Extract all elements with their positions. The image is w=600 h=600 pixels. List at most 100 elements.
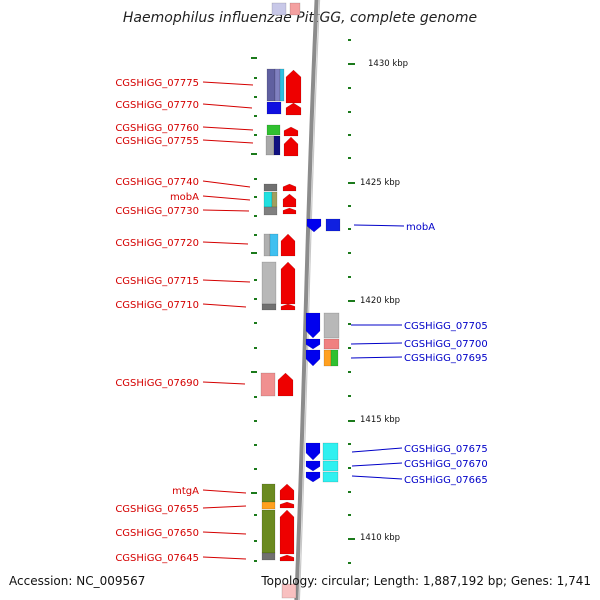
gene-arrow-reverse: [280, 303, 296, 311]
gene-feature: [323, 349, 332, 367]
scale-tick: [251, 492, 257, 494]
scale-tick: [348, 443, 351, 445]
label-connector: [350, 342, 403, 345]
scale-tick: [348, 205, 351, 207]
scale-tick: [348, 276, 351, 278]
scale-tick: [348, 371, 351, 373]
scale-tick: [251, 57, 257, 59]
gene-arrow-reverse: [282, 193, 297, 208]
scale-tick: [348, 562, 351, 564]
gene-label-reverse: CGSHiGG_07775: [115, 78, 199, 89]
scale-tick: [254, 178, 257, 180]
gene-arrow-forward: [306, 218, 322, 233]
gene-label-reverse: CGSHiGG_07645: [115, 553, 199, 564]
scale-tick: [254, 468, 257, 470]
scale-tick: [254, 514, 257, 516]
scale-tick: [254, 540, 257, 542]
label-connector: [202, 126, 254, 131]
scale-tick: [348, 87, 351, 89]
gene-arrow-forward: [305, 338, 321, 350]
label-connector: [202, 241, 249, 245]
gene-feature: [323, 338, 340, 350]
gene-arrow-reverse: [280, 261, 296, 305]
gene-arrow-reverse: [282, 207, 297, 215]
label-connector: [202, 180, 251, 188]
gene-feature: [263, 233, 271, 257]
scale-label: 1425 kbp: [360, 178, 400, 188]
gene-feature: [269, 233, 279, 257]
gene-arrow-reverse: [279, 509, 295, 555]
gene-label-reverse: CGSHiGG_07740: [115, 177, 199, 188]
gene-label-forward: mobA: [406, 222, 435, 233]
label-connector: [351, 447, 403, 453]
gene-feature: [261, 483, 276, 503]
label-connector: [202, 505, 247, 509]
gene-arrow-forward: [305, 349, 321, 367]
gene-label-reverse: CGSHiGG_07760: [115, 123, 199, 134]
label-connector: [202, 303, 247, 308]
scale-tick: [348, 514, 351, 516]
scale-tick: [348, 228, 351, 230]
gene-feature: [325, 218, 341, 232]
scale-label: 1415 kbp: [360, 415, 400, 425]
scale-tick: [348, 491, 351, 493]
gene-feature: [261, 509, 276, 554]
scale-tick: [254, 279, 257, 281]
scale-tick: [254, 134, 257, 136]
gene-feature: [266, 68, 276, 102]
scale-tick: [348, 538, 355, 540]
gene-arrow-reverse: [279, 501, 295, 509]
scale-tick: [251, 371, 257, 373]
gene-feature: [261, 261, 277, 305]
gene-arrow-reverse: [279, 483, 295, 501]
label-connector: [351, 475, 403, 480]
gene-label-reverse: CGSHiGG_07770: [115, 100, 199, 111]
gene-label-reverse: mtgA: [172, 486, 199, 497]
scale-label: 1430 kbp: [368, 59, 408, 69]
label-connector: [202, 279, 251, 283]
gene-feature: [281, 583, 297, 599]
gene-feature: [271, 2, 287, 16]
scale-tick: [254, 234, 257, 236]
gene-feature: [261, 303, 277, 311]
gene-feature: [261, 501, 276, 510]
gene-feature: [261, 552, 276, 561]
scale-tick: [348, 420, 355, 422]
gene-feature: [322, 442, 339, 461]
gene-label-reverse: CGSHiGG_07650: [115, 528, 199, 539]
gene-arrow-reverse: [283, 126, 299, 137]
genome-backbone: [294, 0, 319, 600]
gene-label-reverse: CGSHiGG_07730: [115, 206, 199, 217]
gene-feature: [274, 68, 281, 102]
map-title: Haemophilus influenzae PittGG, complete …: [122, 10, 478, 26]
topology-text: Topology: circular; Length: 1,887,192 bp…: [261, 574, 591, 588]
gene-label-forward: CGSHiGG_07670: [404, 459, 488, 470]
scale-tick: [348, 467, 351, 469]
label-connector: [351, 462, 403, 467]
genome-backbone-highlight: [298, 0, 321, 600]
scale-tick: [254, 420, 257, 422]
scale-tick: [254, 560, 257, 562]
scale-tick: [254, 322, 257, 324]
gene-feature: [265, 135, 275, 156]
gene-feature: [323, 312, 340, 339]
scale-tick: [254, 115, 257, 117]
gene-feature: [266, 101, 282, 115]
scale-tick: [254, 96, 257, 98]
gene-arrow-forward: [305, 460, 321, 472]
scale-tick: [348, 63, 355, 65]
scale-tick: [348, 395, 351, 397]
label-connector: [202, 103, 253, 109]
gene-feature: [330, 349, 339, 367]
label-connector: [202, 556, 247, 560]
gene-feature: [322, 460, 339, 472]
gene-feature: [263, 191, 273, 208]
gene-arrow-reverse: [285, 102, 302, 116]
gene-arrow-reverse: [280, 233, 296, 257]
scale-tick: [348, 252, 351, 254]
label-connector: [202, 209, 250, 212]
gene-label-reverse: CGSHiGG_07715: [115, 276, 199, 287]
gene-label-reverse: CGSHiGG_07755: [115, 136, 199, 147]
gene-feature: [260, 372, 276, 397]
